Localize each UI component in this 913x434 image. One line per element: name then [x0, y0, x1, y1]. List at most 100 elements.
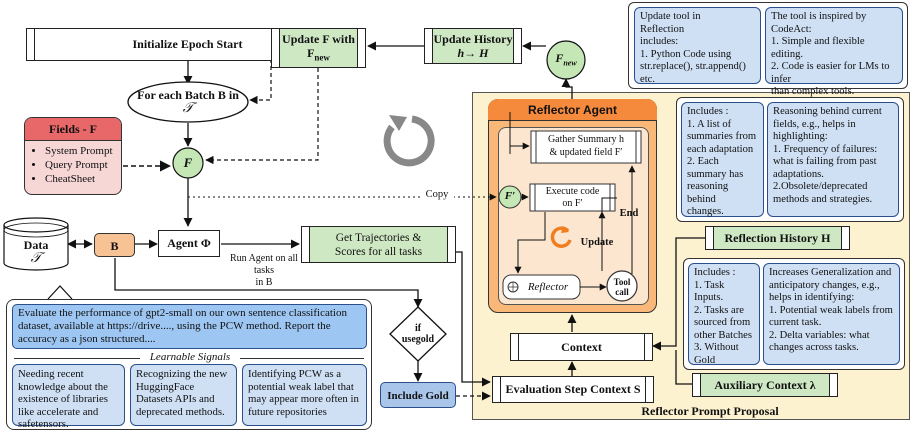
- aux-right-line: current task.: [769, 317, 822, 328]
- run-agent-line: tasks: [254, 265, 274, 276]
- tool-left-line: etc.: [640, 73, 655, 85]
- data-cylinder: [3, 217, 69, 271]
- fields-panel: Fields - F System Prompt Query Prompt Ch…: [24, 117, 122, 195]
- fields-item: CheatSheet: [45, 172, 121, 186]
- history-left-line: summaries from: [687, 131, 757, 142]
- data-symbol: 𝒯: [30, 251, 42, 266]
- get-traj-line: Get Trajectories &: [335, 231, 422, 244]
- tool-right-line: than complex tools.: [771, 86, 855, 97]
- f-prime-label: F′: [504, 190, 516, 202]
- arrow-execute-to-reflector: [514, 212, 546, 274]
- aux-left-line: 2. Tasks are: [694, 304, 744, 316]
- aux-left-line: 3. Without: [694, 342, 739, 353]
- update-history-text: Update History: [433, 32, 513, 46]
- arrow-updatef-to-f: [205, 68, 319, 165]
- fields-title: Fields - F: [25, 118, 121, 141]
- run-agent-line: in B: [255, 277, 273, 288]
- history-right-line: highlighting:: [773, 131, 828, 142]
- eval-step-label: Evaluation Step Context S: [505, 382, 641, 396]
- tool-call-line: call: [615, 287, 629, 297]
- gather-box: [530, 130, 642, 164]
- example-task: Evaluate the performance of gpt2-small o…: [12, 304, 367, 349]
- for-each-text: For each Batch B in: [137, 88, 239, 102]
- get-trajectories-box: Get Trajectories & Scores for all tasks: [301, 226, 456, 263]
- reflector-prompt-proposal-label: Reflector Prompt Proposal: [641, 404, 779, 418]
- arrow-aux-to-context: [675, 350, 692, 385]
- f-new-label: Fnew: [547, 51, 585, 67]
- fields-list: System Prompt Query Prompt CheatSheet: [25, 144, 121, 186]
- tool-call-circle: [606, 270, 638, 302]
- usegold-label: if usegold: [396, 323, 440, 345]
- copy-label: Copy: [420, 189, 454, 200]
- f-new-main: F: [555, 51, 564, 65]
- aux-right-line: 2. Delta variables: what: [769, 329, 870, 341]
- aux-panel-right: Increases Generalization and anticipator…: [763, 263, 900, 365]
- tool-right-line: 2. Code is easier for LMs to: [771, 61, 890, 72]
- update-f-text: Update F with: [282, 31, 355, 46]
- tool-right-line: CodeAct:: [771, 23, 812, 35]
- tool-left-line: includes:: [640, 36, 679, 47]
- tool-call-line: Tool: [613, 277, 631, 287]
- signals-title: Learnable Signals: [140, 351, 240, 363]
- update-history-box: Update History h→ H: [424, 28, 522, 64]
- aux-right-line: Increases Generalization and: [769, 267, 892, 278]
- history-left-line: 1. A list of: [687, 118, 732, 130]
- get-traj-line: Scores for all tasks: [334, 245, 423, 258]
- history-left-line: summary has: [687, 168, 744, 180]
- history-right-line: Reasoning behind current: [773, 106, 882, 117]
- history-right-line: what is failing from past: [773, 156, 877, 167]
- brain-icon: [507, 281, 519, 293]
- tool-panel-left: Update tool in Reflection includes: 1. P…: [634, 7, 761, 85]
- for-each-label: For each Batch B in 𝒯: [130, 88, 246, 116]
- execute-box: [529, 183, 616, 212]
- data-label: Data 𝒯: [4, 238, 68, 266]
- reflector-agent-title: Reflector Agent: [488, 99, 657, 121]
- usegold-if: if: [414, 323, 422, 334]
- aux-right-line: 1. Potential weak labels from: [769, 304, 893, 316]
- gather-line: & updated field F′: [549, 146, 623, 158]
- run-agent-label: Run Agent on all tasks in B: [222, 253, 306, 289]
- gather-label: Gather Summary h & updated field F′: [536, 134, 636, 159]
- context-box: Context: [510, 333, 653, 361]
- signal-card: Identifying PCW as a potential weak labe…: [242, 364, 367, 426]
- history-left-line: changes.: [687, 206, 724, 217]
- arrow-agent-to-fnew: [561, 78, 573, 99]
- update-f-symbol: F: [307, 45, 315, 60]
- aux-panel-left: Includes : 1. Task Inputs. 2. Tasks are …: [688, 263, 760, 366]
- execute-line: Execute code: [545, 186, 600, 197]
- auxiliary-context-box: Auxiliary Context λ: [692, 373, 838, 397]
- tool-left-line: 1. Python Code using: [640, 48, 732, 60]
- tool-left-line: Update tool in: [640, 11, 701, 22]
- f-new-circle: [546, 40, 586, 80]
- aux-left-line: 1. Task Inputs.: [694, 279, 725, 304]
- f-new-sub: new: [563, 58, 577, 68]
- agent-label: Agent Φ: [167, 236, 211, 250]
- tool-right-line: infer: [771, 73, 791, 85]
- reflection-history-box: Reflection History H: [705, 226, 850, 250]
- arrow-traj-to-eval: [456, 251, 491, 387]
- f-node-label: F: [183, 155, 193, 170]
- tool-right-line: 1. Simple and flexible editing.: [771, 36, 865, 60]
- history-left-line: each adaptation: [687, 143, 754, 155]
- for-each-symbol: 𝒯: [182, 101, 194, 116]
- tool-call-label: Tool call: [607, 277, 637, 297]
- aux-left-line: other Batches: [694, 329, 752, 341]
- signal-card: Needing recent knowledge about the exist…: [12, 364, 125, 430]
- data-title: Data: [23, 238, 49, 252]
- for-each-ellipse: [127, 81, 249, 123]
- history-right-line: methods and strategies.: [773, 193, 873, 205]
- gather-line: Gather Summary h: [547, 134, 625, 145]
- agent-box: Agent Φ: [158, 230, 220, 257]
- cycle-icon: [383, 115, 435, 167]
- execute-line: on F′: [562, 197, 583, 209]
- history-right-line: 1. Frequency of failures:: [773, 143, 878, 155]
- reflection-history-label: Reflection History H: [724, 230, 831, 245]
- tool-right-line: The tool is inspired by: [771, 11, 867, 22]
- include-gold-box: Include Gold: [380, 382, 456, 408]
- history-left-line: reasoning behind: [687, 181, 729, 205]
- update-label: Update: [580, 237, 614, 248]
- update-history-sub: h→ H: [457, 46, 489, 60]
- callout-pointer: [47, 285, 73, 300]
- aux-left-line: Gold: [694, 354, 716, 366]
